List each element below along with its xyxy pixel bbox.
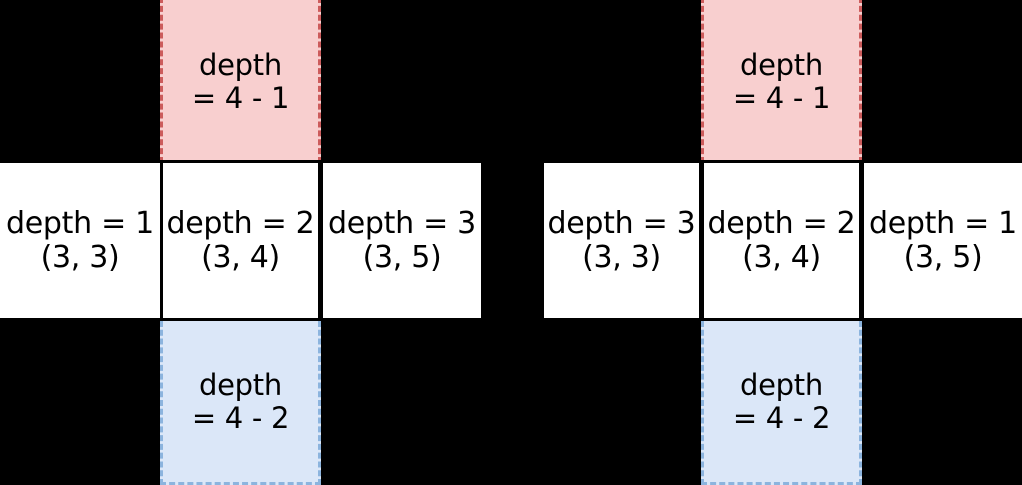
cell-depth-label: depth = 2 xyxy=(166,205,315,241)
cell-depth-label: depth = 2 xyxy=(707,205,856,241)
depth-diagram-left: depth = 4 - 1 depth = 1 (3, 3) depth = 2… xyxy=(0,0,484,485)
up-cell-line-1: depth xyxy=(199,48,282,83)
cell-coord-label: (3, 3) xyxy=(582,239,661,275)
cell-coord-label: (3, 4) xyxy=(201,239,280,275)
up-cell-line-2: = 4 - 1 xyxy=(191,80,290,115)
grid-cell-middle: depth = 2 (3, 4) xyxy=(701,160,862,321)
down-cell-line-2: = 4 - 2 xyxy=(732,400,831,435)
cell-depth-label: depth = 1 xyxy=(869,205,1017,241)
down-neighbor-cell-right: depth = 4 - 2 xyxy=(701,321,862,485)
cell-coord-label: (3, 4) xyxy=(742,239,821,275)
up-cell-line-1: depth xyxy=(740,48,823,83)
grid-cell-left: depth = 3 (3, 3) xyxy=(541,160,702,321)
cell-depth-label: depth = 3 xyxy=(328,205,476,241)
cell-depth-label: depth = 1 xyxy=(6,205,154,241)
grid-cell-right: depth = 3 (3, 5) xyxy=(320,160,484,321)
depth-diagram-right: depth = 4 - 1 depth = 3 (3, 3) depth = 2… xyxy=(541,0,1022,485)
cell-depth-label: depth = 3 xyxy=(547,205,696,241)
down-cell-line-2: = 4 - 2 xyxy=(191,400,290,435)
down-cell-line-1: depth xyxy=(199,368,282,403)
down-cell-line-1: depth xyxy=(740,368,823,403)
cell-coord-label: (3, 5) xyxy=(903,239,983,275)
up-neighbor-cell-right: depth = 4 - 1 xyxy=(701,0,862,163)
cell-coord-label: (3, 5) xyxy=(362,239,442,275)
up-neighbor-cell-left: depth = 4 - 1 xyxy=(160,0,321,163)
down-neighbor-cell-left: depth = 4 - 2 xyxy=(160,321,321,485)
grid-cell-middle: depth = 2 (3, 4) xyxy=(160,160,321,321)
grid-cell-right: depth = 1 (3, 5) xyxy=(861,160,1022,321)
cell-coord-label: (3, 3) xyxy=(40,239,120,275)
up-cell-line-2: = 4 - 1 xyxy=(732,80,831,115)
grid-cell-left: depth = 1 (3, 3) xyxy=(0,160,163,321)
